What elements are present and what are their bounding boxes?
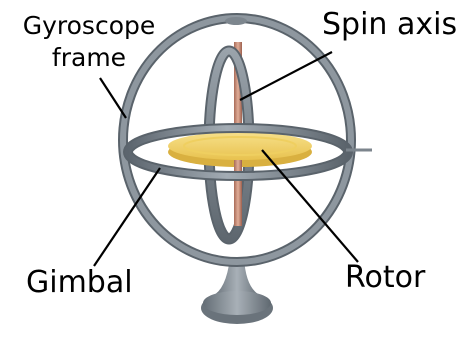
label-gimbal: Gimbal: [26, 268, 133, 298]
label-spin-axis: Spin axis: [322, 10, 457, 40]
spin-axis-lower: [234, 160, 242, 226]
leader-spin-axis: [240, 52, 332, 100]
leader-frame: [100, 78, 126, 118]
stand-base-top: [203, 291, 271, 315]
label-gyroscope-frame: Gyroscope frame: [0, 10, 178, 74]
frame-top-cap: [225, 17, 247, 25]
label-gyroscope-frame-line2: frame: [0, 42, 178, 74]
label-rotor: Rotor: [345, 263, 425, 293]
label-gyroscope-frame-line1: Gyroscope: [0, 10, 178, 42]
stand: [201, 258, 273, 324]
